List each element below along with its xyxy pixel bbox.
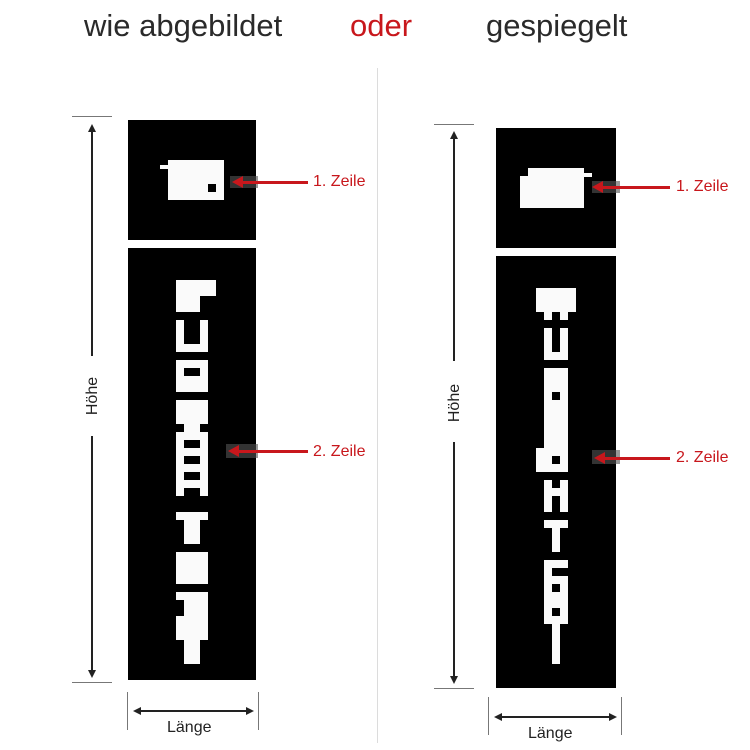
arrow-line-1-head-mirrored — [592, 181, 603, 193]
label-line-1: 1. Zeile — [313, 173, 366, 190]
line-2-glyph-4 — [176, 400, 208, 424]
height-dimension-line-mirrored — [453, 137, 455, 361]
or-separator: oder — [350, 8, 413, 43]
line-2-glyph-7 — [176, 512, 208, 520]
arrow-line-2-mirrored — [604, 457, 670, 460]
arrow-line-2-head-mirrored — [594, 452, 605, 464]
line-1-glyph-mirrored — [528, 168, 584, 176]
option-mirrored-title: gespiegelt — [486, 8, 628, 43]
height-label-mirrored: Höhe — [446, 383, 463, 423]
arrow-line-2 — [238, 450, 308, 453]
plate-line-2-mirrored — [496, 256, 616, 688]
line-2-glyph-4-mirrored — [544, 480, 552, 512]
line-2-glyph-5-mirrored — [544, 520, 568, 528]
arrow-line-1-head — [232, 176, 243, 188]
plate-line-2 — [128, 248, 256, 680]
line-2-glyph-1-mirrored — [536, 288, 576, 312]
length-dimension-line-mirrored — [500, 716, 610, 718]
arrow-line-1-mirrored — [602, 186, 670, 189]
center-divider — [377, 68, 378, 743]
height-dimension-line — [91, 130, 93, 356]
line-2-glyph-9 — [176, 592, 208, 600]
line-2-glyph-6-mirrored — [544, 560, 568, 568]
line-2-glyph-6 — [176, 464, 208, 472]
length-dimension-line — [139, 710, 247, 712]
label-line-2-mirrored: 2. Zeile — [676, 449, 729, 466]
label-line-2: 2. Zeile — [313, 443, 366, 460]
length-label: Länge — [167, 719, 212, 736]
line-2-glyph-3 — [176, 360, 208, 392]
arrow-line-1 — [242, 181, 308, 184]
height-label: Höhe — [84, 376, 101, 416]
line-1-glyph — [168, 160, 224, 168]
line-2-glyph-8 — [176, 552, 208, 584]
arrow-line-2-head — [228, 445, 239, 457]
label-line-1-mirrored: 1. Zeile — [676, 178, 729, 195]
line-2-glyph-3-mirrored — [544, 368, 568, 472]
length-label-mirrored: Länge — [528, 725, 573, 742]
option-as-shown-title: wie abgebildet — [84, 8, 283, 43]
